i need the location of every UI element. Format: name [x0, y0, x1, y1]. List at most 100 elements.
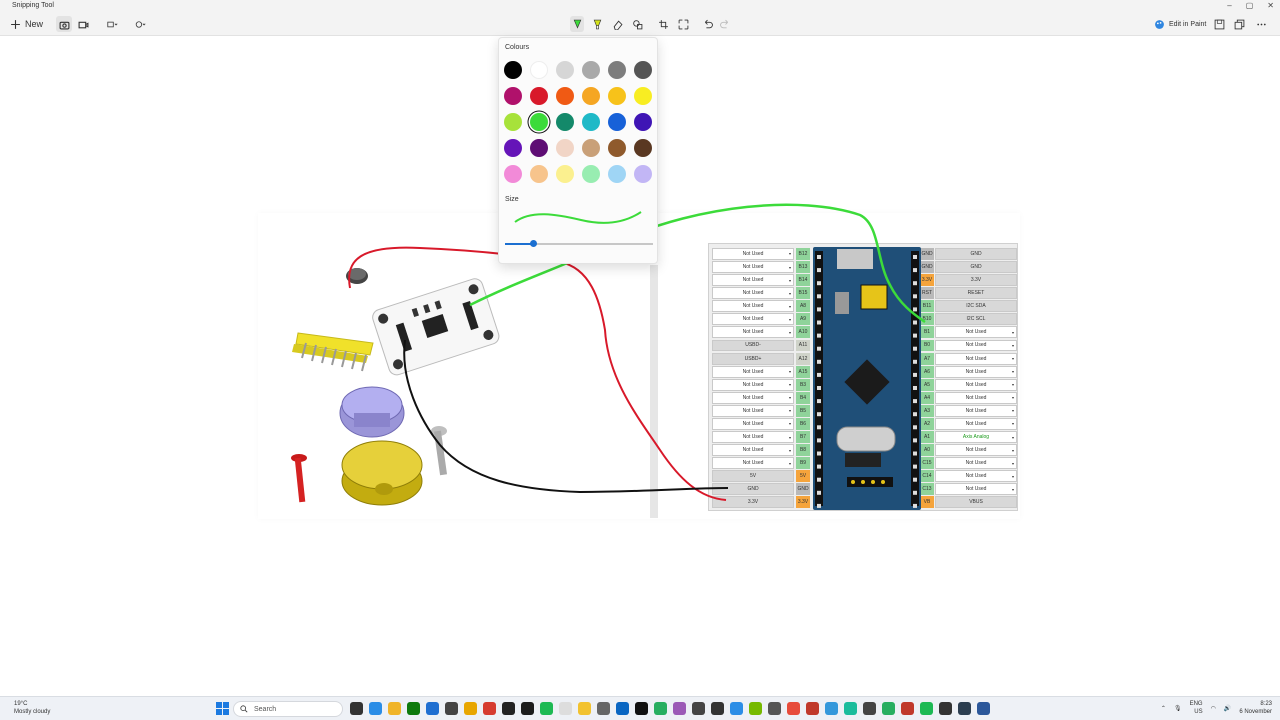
taskbar-app-icon[interactable]: [711, 702, 724, 715]
colour-swatch[interactable]: [582, 87, 600, 105]
video-mode-button[interactable]: [76, 16, 90, 32]
left-function-select[interactable]: Not Used▾: [712, 287, 794, 300]
right-function-select[interactable]: Not Used▾: [935, 470, 1017, 483]
taskbar-app-icon[interactable]: [578, 702, 591, 715]
colour-swatch[interactable]: [530, 165, 548, 183]
taskbar-app-icon[interactable]: [369, 702, 382, 715]
start-button-icon[interactable]: [216, 702, 229, 715]
colour-swatch[interactable]: [504, 139, 522, 157]
colour-swatch[interactable]: [504, 165, 522, 183]
taskbar-app-icon[interactable]: [882, 702, 895, 715]
colour-swatch[interactable]: [530, 87, 548, 105]
taskbar-app-icon[interactable]: [901, 702, 914, 715]
taskbar-app-icon[interactable]: [806, 702, 819, 715]
colour-swatch[interactable]: [608, 139, 626, 157]
right-function-select[interactable]: Not Used▾: [935, 326, 1017, 339]
colour-swatch[interactable]: [634, 61, 652, 79]
left-function-select[interactable]: Not Used▾: [712, 261, 794, 273]
colour-swatch[interactable]: [608, 113, 626, 131]
minimize-button[interactable]: –: [1227, 1, 1232, 10]
taskbar-app-icon[interactable]: [844, 702, 857, 715]
redo-button[interactable]: [718, 16, 732, 32]
close-button[interactable]: ✕: [1267, 1, 1274, 10]
colour-swatch[interactable]: [582, 61, 600, 79]
taskbar-app-icon[interactable]: [825, 702, 838, 715]
left-function-select[interactable]: Not Used▾: [712, 300, 794, 313]
taskbar-app-icon[interactable]: [958, 702, 971, 715]
left-function-select[interactable]: Not Used▾: [712, 418, 794, 430]
taskbar-app-icon[interactable]: [920, 702, 933, 715]
colour-swatch[interactable]: [608, 165, 626, 183]
taskbar-app-icon[interactable]: [445, 702, 458, 715]
microphone-icon[interactable]: 🎙: [1173, 705, 1182, 712]
taskbar-app-icon[interactable]: [616, 702, 629, 715]
taskbar-app-icon[interactable]: [692, 702, 705, 715]
taskbar-app-icon[interactable]: [654, 702, 667, 715]
taskbar-app-icon[interactable]: [635, 702, 648, 715]
taskbar-app-icon[interactable]: [749, 702, 762, 715]
delay-timer-dropdown[interactable]: [130, 16, 150, 32]
right-function-select[interactable]: Not Used▾: [935, 457, 1017, 470]
weather-widget[interactable]: 19°C Mostly cloudy: [14, 700, 50, 716]
edit-in-paint-button[interactable]: Edit in Paint: [1154, 16, 1206, 32]
taskbar-app-icon[interactable]: [407, 702, 420, 715]
taskbar-app-icon[interactable]: [597, 702, 610, 715]
right-function-select[interactable]: Axis Analog▾: [935, 431, 1017, 443]
taskbar-app-icon[interactable]: [730, 702, 743, 715]
right-function-select[interactable]: Not Used▾: [935, 444, 1017, 457]
colour-swatch[interactable]: [556, 139, 574, 157]
colour-swatch[interactable]: [634, 113, 652, 131]
save-button[interactable]: [1212, 16, 1226, 32]
left-function-select[interactable]: Not Used▾: [712, 431, 794, 443]
colour-swatch[interactable]: [634, 139, 652, 157]
chevron-up-icon[interactable]: ⌃: [1160, 705, 1166, 712]
taskbar-app-icon[interactable]: [540, 702, 553, 715]
left-function-select[interactable]: Not Used▾: [712, 313, 794, 326]
clock[interactable]: 8:23 6 November: [1239, 700, 1272, 716]
left-function-select[interactable]: Not Used▾: [712, 274, 794, 287]
colour-swatch[interactable]: [556, 165, 574, 183]
taskbar-app-icon[interactable]: [939, 702, 952, 715]
taskbar-app-icon[interactable]: [673, 702, 686, 715]
taskbar-app-icon[interactable]: [350, 702, 363, 715]
right-function-select[interactable]: Not Used▾: [935, 391, 1017, 404]
left-function-select[interactable]: Not Used▾: [712, 365, 794, 378]
size-slider[interactable]: [505, 240, 653, 247]
left-function-select[interactable]: Not Used▾: [712, 248, 794, 260]
colour-swatch[interactable]: [504, 61, 522, 79]
right-function-select[interactable]: Not Used▾: [935, 378, 1017, 391]
colour-swatch[interactable]: [556, 87, 574, 105]
colour-swatch[interactable]: [634, 165, 652, 183]
right-function-select[interactable]: Not Used▾: [935, 339, 1017, 352]
taskbar-app-icon[interactable]: [502, 702, 515, 715]
colour-swatch[interactable]: [582, 165, 600, 183]
taskbar-search[interactable]: Search: [233, 701, 343, 717]
left-function-select[interactable]: Not Used▾: [712, 326, 794, 339]
right-function-select[interactable]: Not Used▾: [935, 483, 1017, 496]
taskbar-app-icon[interactable]: [559, 702, 572, 715]
right-function-select[interactable]: Not Used▾: [935, 352, 1017, 365]
crop-button[interactable]: [656, 16, 670, 32]
wifi-icon[interactable]: ◠: [1210, 705, 1216, 712]
shapes-button[interactable]: [630, 16, 644, 32]
left-function-select[interactable]: Not Used▾: [712, 391, 794, 404]
language-indicator[interactable]: ENG US: [1190, 700, 1203, 716]
colour-swatch[interactable]: [504, 87, 522, 105]
copy-button[interactable]: [1232, 16, 1246, 32]
undo-button[interactable]: [700, 16, 714, 32]
colour-swatch[interactable]: [556, 113, 574, 131]
left-function-select[interactable]: Not Used▾: [712, 378, 794, 391]
taskbar-app-icon[interactable]: [464, 702, 477, 715]
taskbar-app-icon[interactable]: [483, 702, 496, 715]
colour-swatch[interactable]: [608, 61, 626, 79]
right-function-select[interactable]: Not Used▾: [935, 365, 1017, 378]
taskbar-app-icon[interactable]: [426, 702, 439, 715]
taskbar-app-icon[interactable]: [863, 702, 876, 715]
colour-swatch[interactable]: [530, 139, 548, 157]
screenshot-mode-button[interactable]: [56, 16, 72, 32]
volume-icon[interactable]: 🔊: [1223, 705, 1232, 712]
colour-swatch[interactable]: [556, 61, 574, 79]
new-snip-button[interactable]: New: [10, 16, 43, 32]
right-function-select[interactable]: Not Used▾: [935, 404, 1017, 417]
left-function-select[interactable]: Not Used▾: [712, 457, 794, 470]
